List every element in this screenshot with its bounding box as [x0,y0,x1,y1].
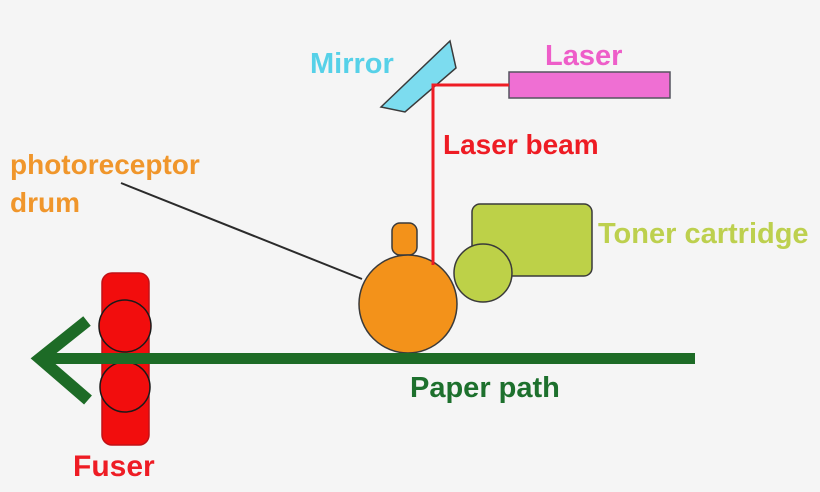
fuser-roller-bottom [99,361,151,413]
drum-pointer-line [120,182,363,280]
toner-roller [453,243,513,303]
laser-label: Laser [545,40,623,72]
photoreceptor-drum-label: photoreceptor drum [10,149,200,218]
laser-beam-line [431,83,509,265]
mirror-shape [379,39,457,113]
fuser-label: Fuser [73,450,155,483]
mirror-label: Mirror [310,48,394,80]
drum-roller [391,222,418,256]
toner-cartridge-label: Toner cartridge [598,218,809,250]
laser-body [508,71,671,99]
paper-path-label: Paper path [410,372,560,404]
laser-beam-label: Laser beam [443,129,599,160]
paper-path-arrowhead [30,316,92,405]
fuser-roller-top [98,299,152,353]
photoreceptor-drum-shape [358,254,458,354]
